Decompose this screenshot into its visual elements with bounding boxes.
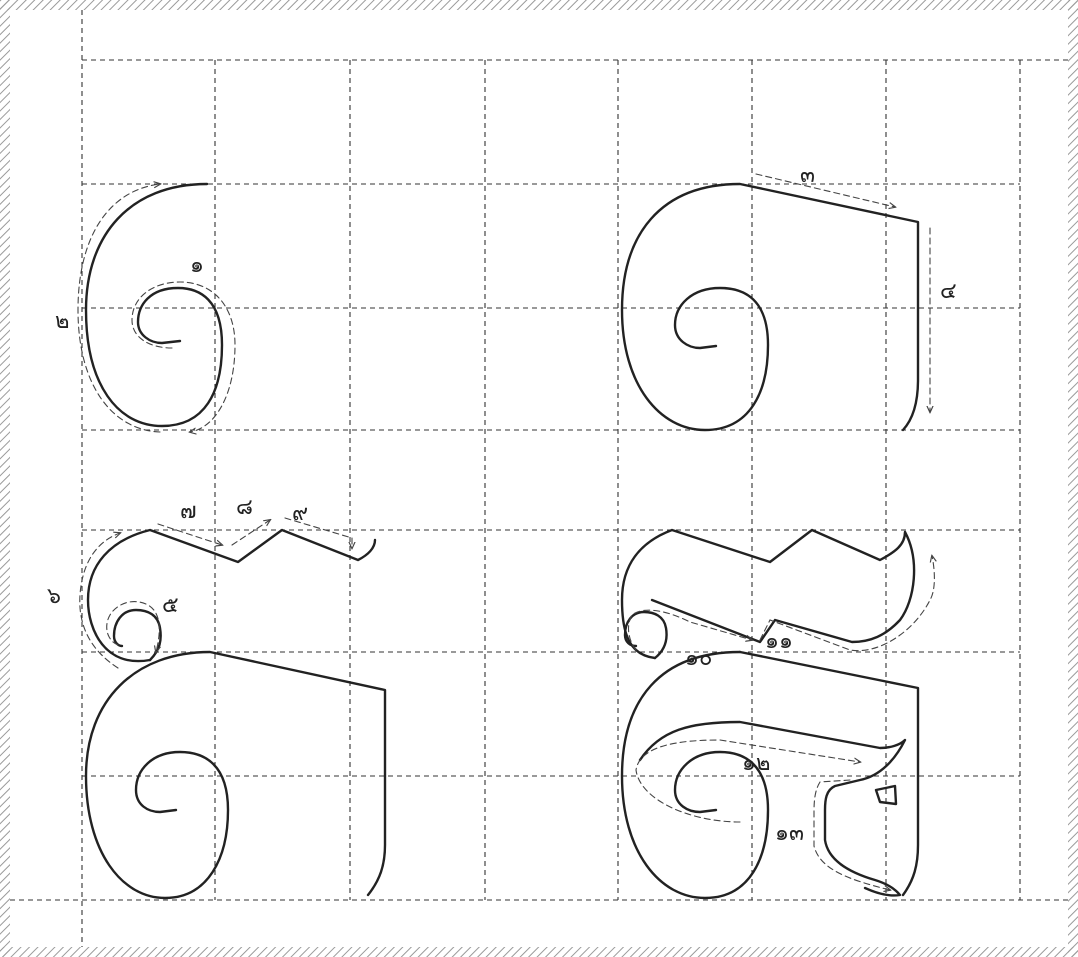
glyph-head-curl (623, 610, 668, 660)
step-label: ๑๒ (742, 751, 770, 776)
guide-arrow-9 (284, 517, 352, 548)
panel-top-right: ๓ ๔ (620, 163, 957, 432)
step-label: ๙ (292, 501, 308, 526)
glyph-body-outline (84, 650, 387, 900)
guide-arrow-1 (131, 281, 236, 432)
step-label: ๔ (940, 279, 957, 304)
step-label: ๒ (55, 309, 70, 334)
step-label: ๗ (180, 499, 197, 524)
step-label: ๘ (236, 495, 253, 520)
step-label: ๓ (800, 163, 815, 188)
step-label: ๕ (162, 593, 179, 618)
glyph-small-notch (874, 784, 898, 806)
guide-arrow-12 (635, 739, 860, 823)
guide-arrow-7 (157, 523, 222, 545)
guide-arrow-13 (813, 779, 890, 890)
panel-top-left: ๑ ๒ (55, 182, 236, 433)
practice-grid (10, 10, 1068, 947)
glyph-side-stem (738, 650, 920, 897)
step-label: ๑๓ (775, 821, 804, 846)
step-label: ๑๐ (685, 646, 712, 671)
glyph-inner-line (638, 720, 907, 897)
glyph-outline (620, 182, 920, 432)
guide-arrow-8 (231, 520, 270, 546)
guide-arrow-6 (79, 533, 120, 669)
glyph-head-outline (620, 528, 916, 660)
panel-bottom-right: ๑๐ ๑๑ ๑๒ ๑๓ (620, 528, 934, 900)
guide-arrow-2 (77, 184, 160, 433)
glyph-outline (84, 182, 224, 428)
glyph-body-outline (620, 650, 770, 900)
step-label: ๖ (47, 584, 61, 609)
guide-arrow-11 (759, 556, 934, 652)
guide-arrow-3 (755, 173, 895, 207)
glyph-head-outline (86, 528, 377, 663)
step-label: ๑ (190, 253, 204, 278)
glyph-head-curl (112, 608, 162, 662)
step-label: ๑๑ (765, 629, 793, 654)
panel-bottom-left: ๕ ๖ ๗ ๘ ๙ (47, 495, 387, 900)
guide-arrow-10 (627, 609, 752, 651)
